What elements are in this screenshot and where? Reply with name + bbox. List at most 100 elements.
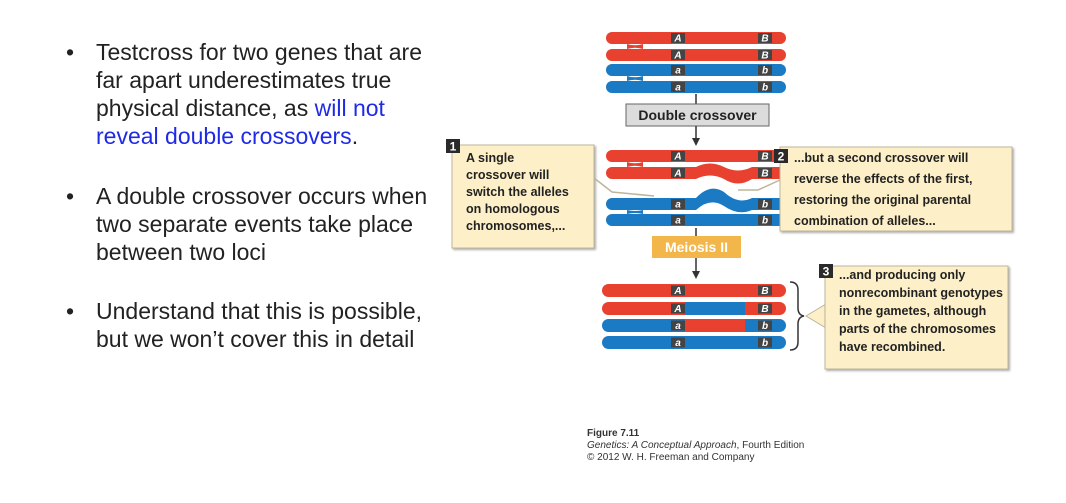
centromere-red	[627, 44, 643, 49]
meiosis-step: Meiosis II	[652, 236, 741, 258]
bullet-highlight: will not reveal double crossovers	[96, 95, 385, 149]
gamete-brace	[789, 281, 805, 351]
chromatid-blue-2	[606, 81, 786, 93]
bullet-dot: •	[66, 39, 75, 65]
allele-b-label: b	[762, 83, 768, 94]
locus-b	[758, 65, 772, 75]
bullet-dot: •	[66, 183, 75, 209]
note-1-badge	[446, 139, 460, 153]
caption-book-title: Genetics: A Conceptual Approach	[587, 440, 737, 451]
locus-B	[758, 151, 772, 161]
allele-A-label: A	[673, 34, 681, 45]
locus-B	[758, 33, 772, 43]
allele-b-label: b	[762, 216, 768, 227]
middle-chromosomes: A A a a B B b b	[606, 150, 786, 227]
bullet-list: •Testcross for two genes that are far ap…	[60, 20, 450, 384]
note-3-line: parts of the chromosomes	[839, 322, 996, 336]
locus-a	[671, 82, 685, 92]
note-2-box	[779, 146, 1013, 232]
gamete-2-segment	[685, 302, 745, 315]
caption-book-line: Genetics: A Conceptual Approach, Fourth …	[587, 440, 804, 452]
allele-B-label: B	[761, 51, 768, 62]
gamete-chromosomes: A A a a B B b b	[602, 281, 805, 351]
locus-a	[671, 215, 685, 225]
gamete-4	[602, 336, 786, 349]
allele-A-label: A	[673, 152, 681, 163]
arrow-down-icon	[692, 138, 700, 146]
note-2-text: ...but a second crossover will reverse t…	[794, 151, 973, 228]
chromatid-red-2	[606, 49, 786, 61]
locus-A	[671, 285, 685, 296]
allele-a-label: a	[675, 216, 681, 227]
chromatid-blue-1	[606, 64, 786, 76]
locus-b	[758, 215, 772, 225]
allele-labels: A A a a B B b b	[671, 33, 772, 94]
note-1-box	[451, 144, 595, 249]
bullet-testcross: •Testcross for two genes that are far ap…	[60, 38, 450, 150]
note-3-pointer	[805, 303, 827, 329]
caption-copyright: © 2012 W. H. Freeman and Company	[587, 452, 755, 463]
bullet-double-crossover: •A double crossover occurs when two sepa…	[60, 182, 450, 266]
allele-B-label: B	[761, 304, 768, 315]
note-2-line: combination of alleles...	[794, 214, 936, 228]
double-crossover-step: Double crossover	[625, 103, 770, 127]
locus-a	[671, 199, 685, 209]
double-crossover-box	[625, 103, 770, 127]
allele-A-label: A	[673, 169, 681, 180]
note-1-text: A single crossover will switch the allel…	[466, 151, 569, 233]
allele-a-label: a	[675, 66, 681, 77]
allele-a-label: a	[675, 200, 681, 211]
allele-labels: A A a a B B b b	[671, 285, 772, 349]
locus-A	[671, 151, 685, 161]
note-1-line: switch the alleles	[466, 185, 569, 199]
note-1-pointer	[593, 177, 655, 197]
locus-A	[671, 33, 685, 43]
locus-B	[758, 285, 772, 296]
locus-b	[758, 320, 772, 331]
note-1-line: crossover will	[466, 168, 549, 182]
bullet-understand: •Understand that this is possible, but w…	[60, 297, 450, 353]
note-3-line: ...and producing only	[839, 268, 965, 282]
note-3-line: in the gametes, although	[839, 304, 986, 318]
allele-a-label: a	[675, 83, 681, 94]
allele-b-label: b	[762, 200, 768, 211]
locus-a	[671, 65, 685, 75]
locus-B	[758, 303, 772, 314]
allele-a-label: a	[675, 321, 681, 332]
allele-B-label: B	[761, 286, 768, 297]
note-3: 3 ...and producing only nonrecombinant g…	[805, 264, 1009, 370]
arrow-down-icon	[692, 271, 700, 279]
note-3-number: 3	[823, 265, 830, 279]
cut-off-title	[95, 0, 355, 4]
locus-b	[758, 337, 772, 348]
note-1-number: 1	[450, 140, 457, 154]
allele-b-label: b	[762, 321, 768, 332]
allele-A-label: A	[673, 51, 681, 62]
note-2-line: ...but a second crossover will	[794, 151, 968, 165]
chromatid-red-2-crossing	[606, 163, 786, 184]
meiosis-label: Meiosis II	[665, 239, 728, 255]
note-2-number: 2	[778, 150, 785, 164]
note-2: 2 ...but a second crossover will reverse…	[738, 146, 1013, 232]
bullet-tail: .	[351, 123, 359, 149]
chromatid-blue-1-crossing	[606, 188, 786, 213]
note-2-pointer	[738, 179, 781, 191]
meiosis-box	[652, 236, 741, 258]
locus-B	[758, 50, 772, 60]
centromere-blue	[627, 76, 643, 81]
locus-b	[758, 82, 772, 92]
gamete-1	[602, 284, 786, 297]
note-3-box	[824, 265, 1009, 370]
double-crossover-label: Double crossover	[638, 107, 757, 123]
locus-A	[671, 50, 685, 60]
gamete-3-segment	[685, 319, 745, 332]
allele-b-label: b	[762, 66, 768, 77]
bullet-dot: •	[66, 298, 75, 324]
caption-figure-number: Figure 7.11	[587, 428, 640, 439]
note-1-line: A single	[466, 151, 514, 165]
locus-a	[671, 320, 685, 331]
allele-B-label: B	[761, 152, 768, 163]
note-2-line: reverse the effects of the first,	[794, 172, 973, 186]
note-1: 1 A single crossover will switch the all…	[446, 139, 655, 249]
allele-a-label: a	[675, 338, 681, 349]
